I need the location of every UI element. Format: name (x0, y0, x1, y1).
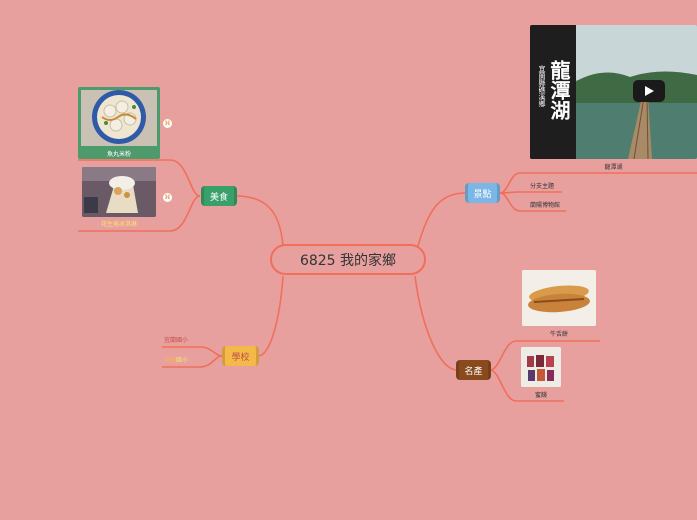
branch-products-label: 名產 (464, 366, 483, 377)
link-icon[interactable]: ⌘ (163, 193, 172, 202)
product-image-candied-fruit[interactable] (521, 347, 561, 387)
branch-school-label: 學校 (231, 352, 250, 363)
products-item-1-label: 牛舌餅 (549, 331, 568, 338)
candied-fruit-picture (521, 347, 561, 387)
food-image-fish-ball-noodles[interactable]: 魚丸米粉 (78, 87, 160, 159)
lake-video-thumbnail (530, 25, 697, 159)
spots-item-1-label: 龍潭湖 (604, 164, 623, 171)
branch-spots[interactable]: 景點 (465, 183, 500, 203)
product-image-ox-tongue-pastry[interactable] (522, 270, 596, 326)
spots-item-2-label: 分支主題 (530, 183, 555, 190)
link-icon[interactable]: ⌘ (163, 119, 172, 128)
branch-food-label: 美食 (209, 192, 228, 203)
food-item-1-label: 魚丸米粉 (106, 151, 131, 158)
branch-products[interactable]: 名產 (456, 360, 491, 380)
play-button[interactable] (633, 80, 665, 102)
school-item-2-label-part-1: 光復 (164, 357, 177, 364)
school-item-2-label-part-2: 國小 (176, 357, 189, 364)
food-item-2-label: 花生捲冰淇淋 (100, 221, 137, 228)
food-image-peanut-ice-cream-roll[interactable] (82, 167, 156, 217)
play-icon (645, 86, 654, 96)
branch-spots-label: 景點 (473, 189, 492, 200)
ox-tongue-pastry-picture (522, 270, 596, 326)
central-topic-label: 6825 我的家鄉 (299, 252, 397, 269)
branch-food[interactable]: 美食 (201, 186, 237, 206)
video-longtan-lake[interactable]: 龍潭湖 宜蘭縣礁溪鄉 (530, 25, 697, 159)
video-subtitle: 宜蘭縣礁溪鄉 (538, 65, 546, 107)
school-item-1-label: 宜蘭國小 (164, 337, 189, 344)
video-title: 龍潭湖 (547, 60, 571, 120)
branch-school[interactable]: 學校 (222, 346, 259, 366)
noodle-bowl-picture (81, 90, 157, 146)
ice-cream-roll-picture (82, 167, 156, 217)
school-item-2-label: 光復國小 (164, 355, 188, 364)
products-item-2-label: 蜜餞 (534, 392, 547, 399)
central-topic[interactable]: 6825 我的家鄉 (270, 244, 426, 275)
spots-item-3-label: 蘭陽博物館 (530, 202, 561, 209)
